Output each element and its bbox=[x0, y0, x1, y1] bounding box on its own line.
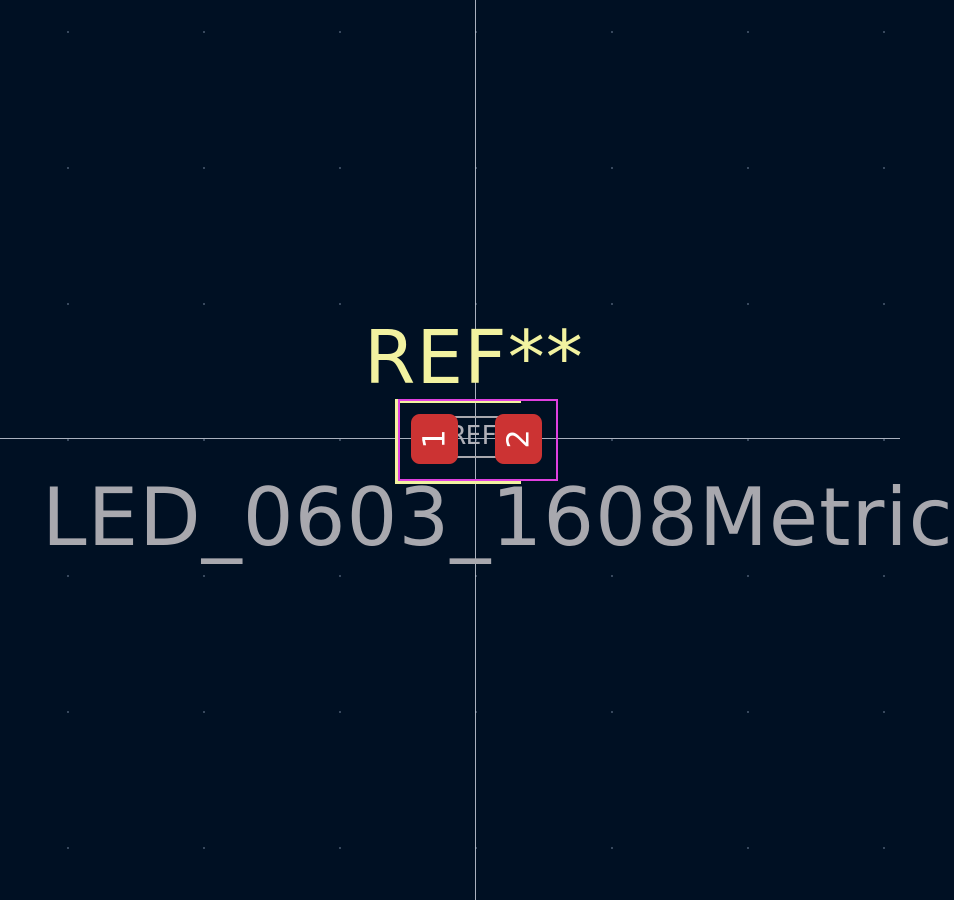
grid-dot bbox=[67, 439, 69, 441]
grid-dot bbox=[611, 31, 613, 33]
reference-designator-text[interactable]: REF** bbox=[364, 315, 584, 401]
silkscreen-outline bbox=[395, 399, 521, 484]
grid-dot bbox=[883, 575, 885, 577]
grid-dot bbox=[203, 31, 205, 33]
grid-dot bbox=[67, 711, 69, 713]
grid-dot bbox=[339, 711, 341, 713]
grid-dot bbox=[747, 711, 749, 713]
grid-dot bbox=[747, 167, 749, 169]
grid-dot bbox=[883, 167, 885, 169]
pad-2-number: 2 bbox=[501, 429, 536, 449]
grid-dot bbox=[67, 167, 69, 169]
grid-dot bbox=[203, 303, 205, 305]
grid-dot bbox=[67, 847, 69, 849]
grid-dot bbox=[339, 31, 341, 33]
grid-dot bbox=[611, 711, 613, 713]
grid-dot bbox=[747, 847, 749, 849]
grid-dot bbox=[339, 167, 341, 169]
pad-2[interactable]: 2 bbox=[495, 414, 542, 464]
footprint-value-text[interactable]: LED_0603_1608Metric bbox=[42, 471, 954, 564]
grid-dot bbox=[67, 31, 69, 33]
grid-dot bbox=[883, 303, 885, 305]
pad-1-number: 1 bbox=[417, 429, 452, 449]
grid-dot bbox=[203, 575, 205, 577]
courtyard-outline bbox=[398, 399, 558, 481]
grid-dot bbox=[747, 303, 749, 305]
cursor-crosshair-vertical bbox=[475, 0, 476, 900]
grid-dot bbox=[339, 575, 341, 577]
grid-dot bbox=[339, 847, 341, 849]
grid-dot bbox=[611, 847, 613, 849]
grid-dot bbox=[611, 575, 613, 577]
grid-dot bbox=[883, 31, 885, 33]
grid-dot bbox=[203, 847, 205, 849]
grid-dot bbox=[611, 303, 613, 305]
grid-dot bbox=[339, 439, 341, 441]
grid-dot bbox=[67, 303, 69, 305]
grid-dot bbox=[747, 575, 749, 577]
grid-dot bbox=[883, 847, 885, 849]
grid-dot bbox=[339, 303, 341, 305]
grid-dot bbox=[747, 439, 749, 441]
grid-dot bbox=[611, 167, 613, 169]
grid-dot bbox=[203, 167, 205, 169]
grid-dot bbox=[203, 711, 205, 713]
grid-dot bbox=[203, 439, 205, 441]
grid-dot bbox=[883, 711, 885, 713]
grid-dot bbox=[67, 575, 69, 577]
grid-dot bbox=[883, 439, 885, 441]
grid-dot bbox=[611, 439, 613, 441]
pad-1[interactable]: 1 bbox=[411, 414, 458, 464]
grid-dot bbox=[747, 31, 749, 33]
